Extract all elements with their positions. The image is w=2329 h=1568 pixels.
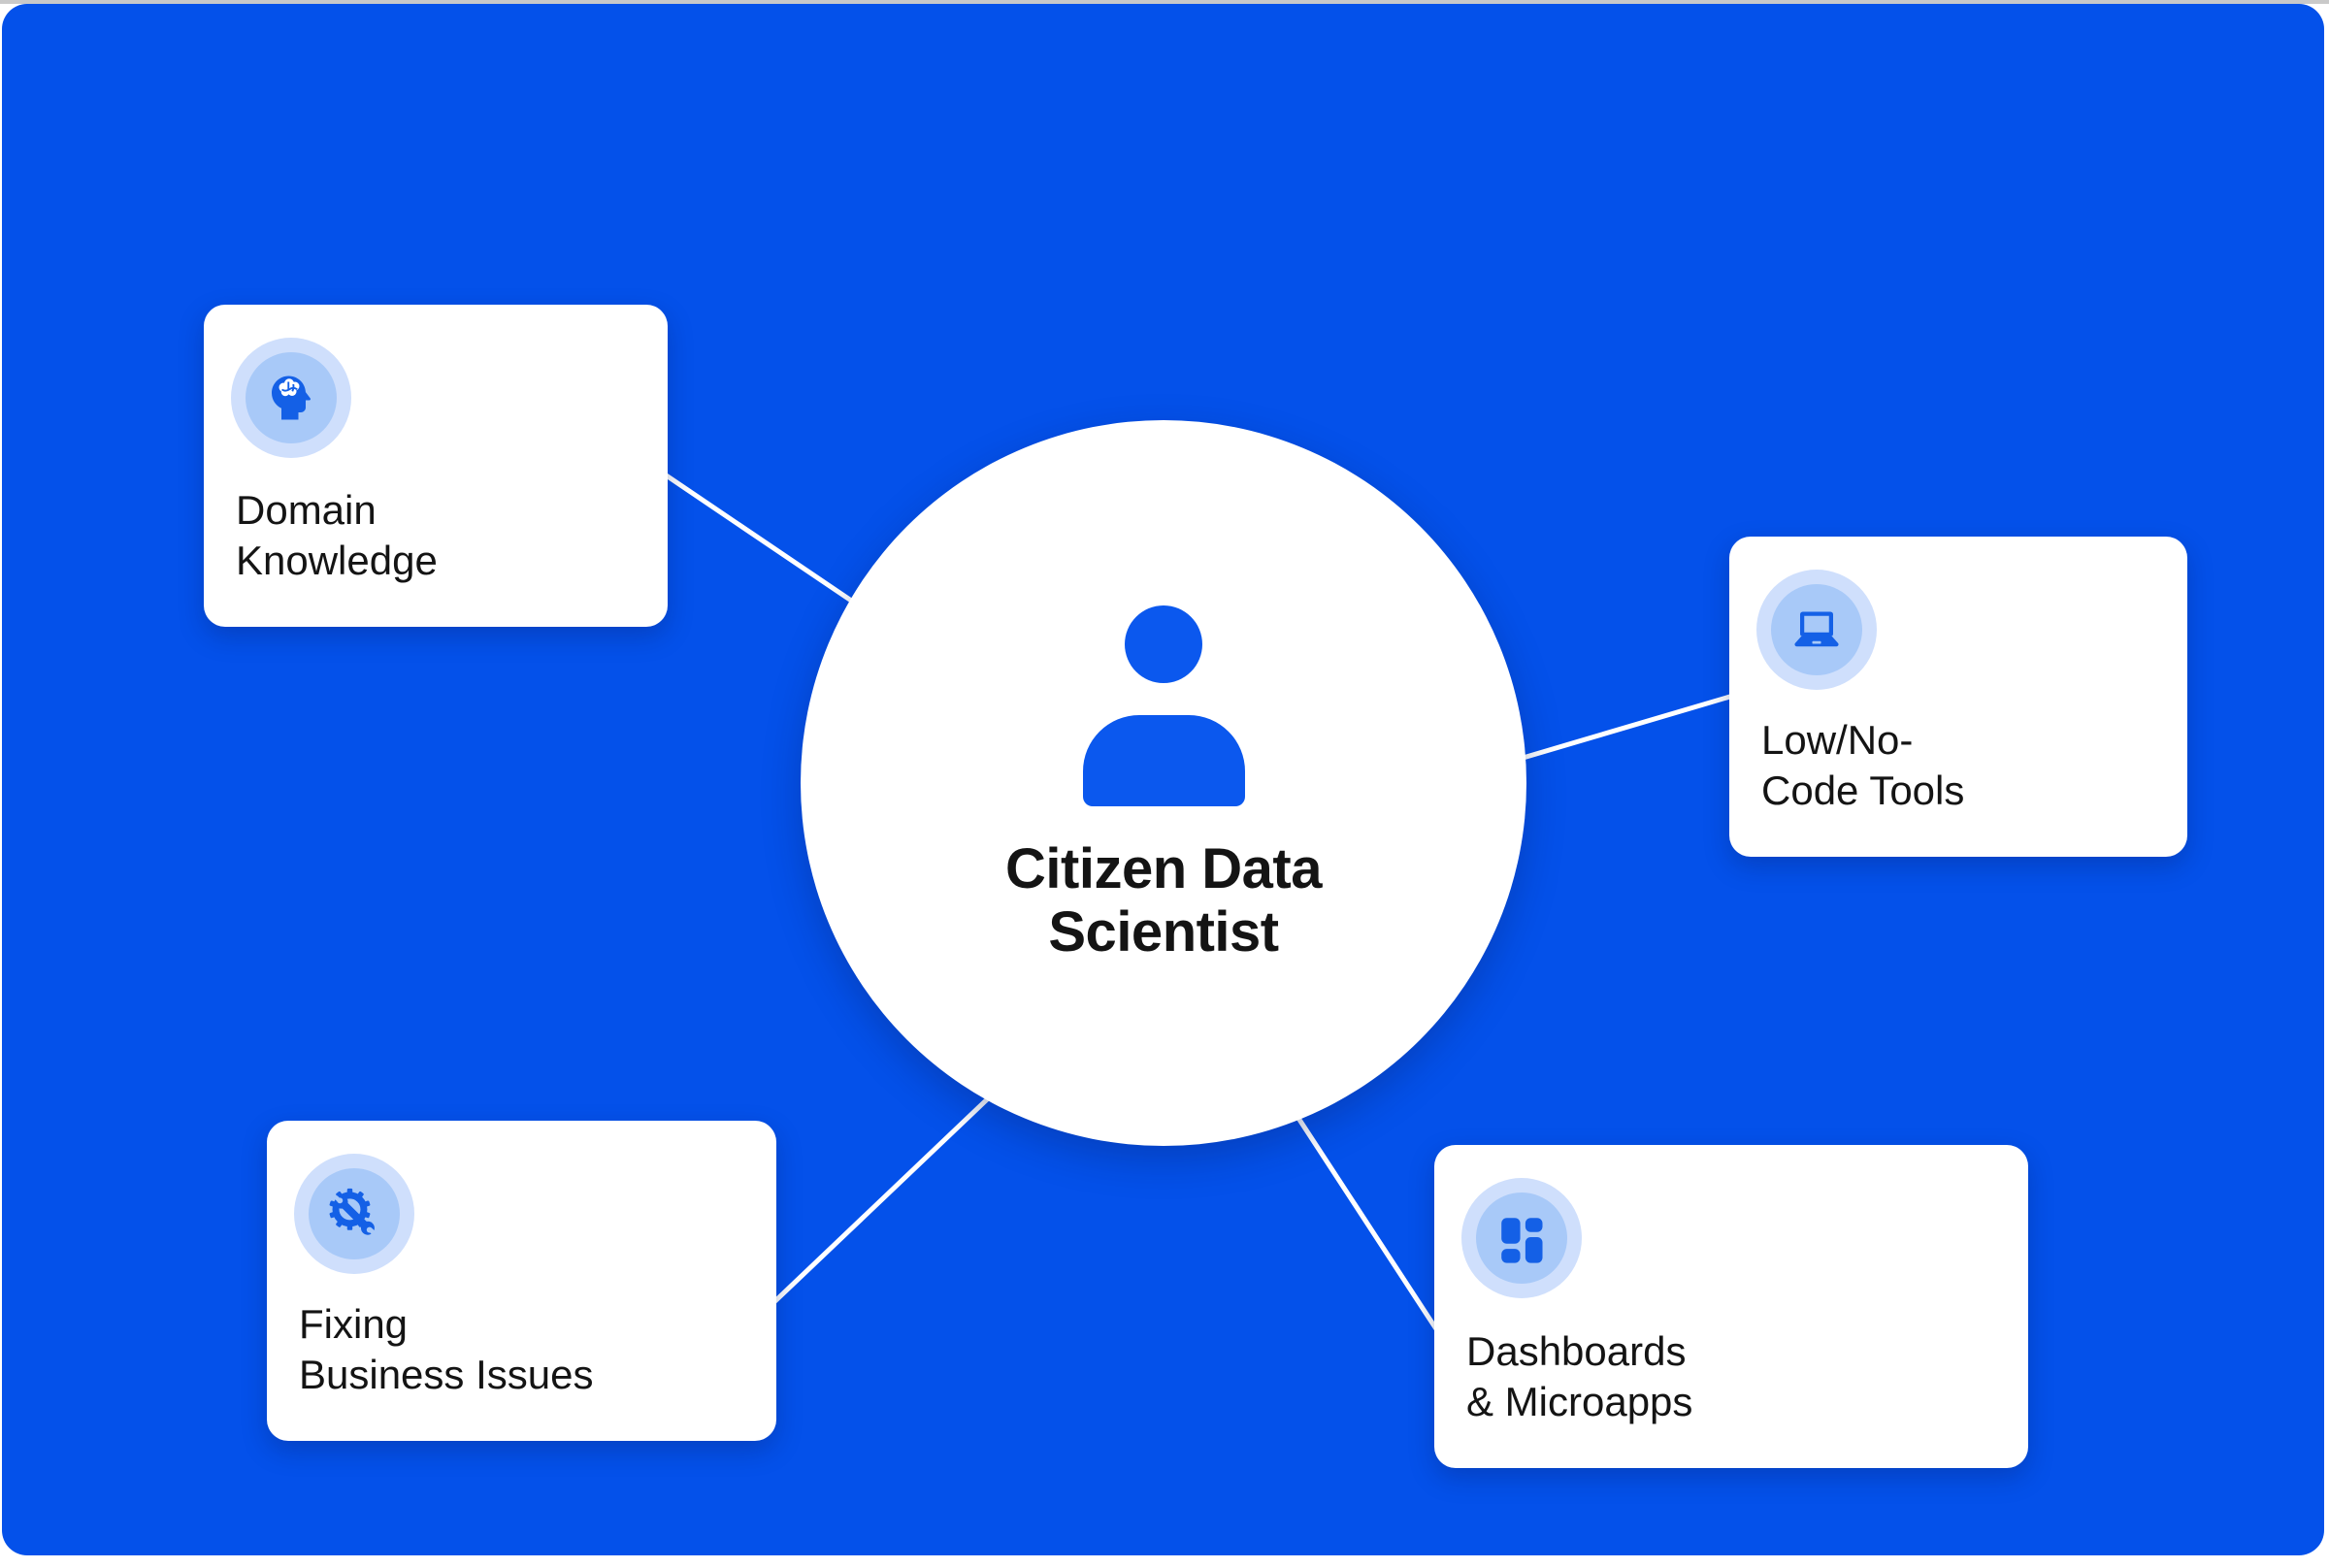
- grid-icon-badge: [1461, 1178, 1582, 1298]
- card-label-line1: Fixing: [299, 1301, 409, 1347]
- laptop-icon: [1771, 584, 1862, 675]
- gear-wrench-icon: [309, 1168, 400, 1259]
- card-label-line2: Business Issues: [299, 1352, 594, 1397]
- card-label-dashboards-microapps: Dashboards & Microapps: [1466, 1326, 1692, 1427]
- card-label-line2: & Microapps: [1466, 1379, 1693, 1424]
- card-label-line2: Code Tools: [1761, 768, 1965, 813]
- hub-circle: Citizen Data Scientist: [801, 420, 1526, 1146]
- brain-head-icon-glyph: [272, 376, 312, 420]
- card-label-line1: Low/No-: [1761, 717, 1914, 763]
- card-domain-knowledge: Domain Knowledge: [204, 305, 668, 627]
- brain-head-icon: [246, 352, 337, 443]
- grid-icon: [1476, 1192, 1567, 1284]
- laptop-icon-glyph: [1794, 611, 1839, 647]
- card-label-line1: Dashboards: [1466, 1328, 1687, 1374]
- person-icon-body: [1082, 715, 1245, 806]
- card-low-no-code-tools: Low/No- Code Tools: [1729, 537, 2187, 857]
- card-dashboards-microapps: Dashboards & Microapps: [1434, 1145, 2028, 1468]
- gear-wrench-icon-badge: [294, 1154, 414, 1274]
- card-fixing-business-issues: Fixing Business Issues: [267, 1121, 776, 1441]
- card-label-line2: Knowledge: [236, 538, 438, 583]
- person-icon: [801, 605, 1526, 806]
- card-label-domain-knowledge: Domain Knowledge: [236, 485, 438, 586]
- laptop-icon-badge: [1756, 570, 1877, 690]
- person-icon-head: [1125, 605, 1202, 683]
- brain-head-icon-badge: [231, 338, 351, 458]
- hub-title: Citizen Data Scientist: [801, 837, 1526, 964]
- page-top-edge: [0, 0, 2329, 4]
- card-label-fixing-business-issues: Fixing Business Issues: [299, 1299, 593, 1400]
- hub-title-line1: Citizen Data: [1005, 837, 1322, 900]
- grid-icon-glyph: [1501, 1218, 1543, 1263]
- gear-wrench-icon-glyph: [329, 1188, 377, 1235]
- card-label-low-no-code-tools: Low/No- Code Tools: [1761, 715, 1964, 816]
- hub-title-line2: Scientist: [1048, 900, 1279, 964]
- card-label-line1: Domain: [236, 487, 377, 533]
